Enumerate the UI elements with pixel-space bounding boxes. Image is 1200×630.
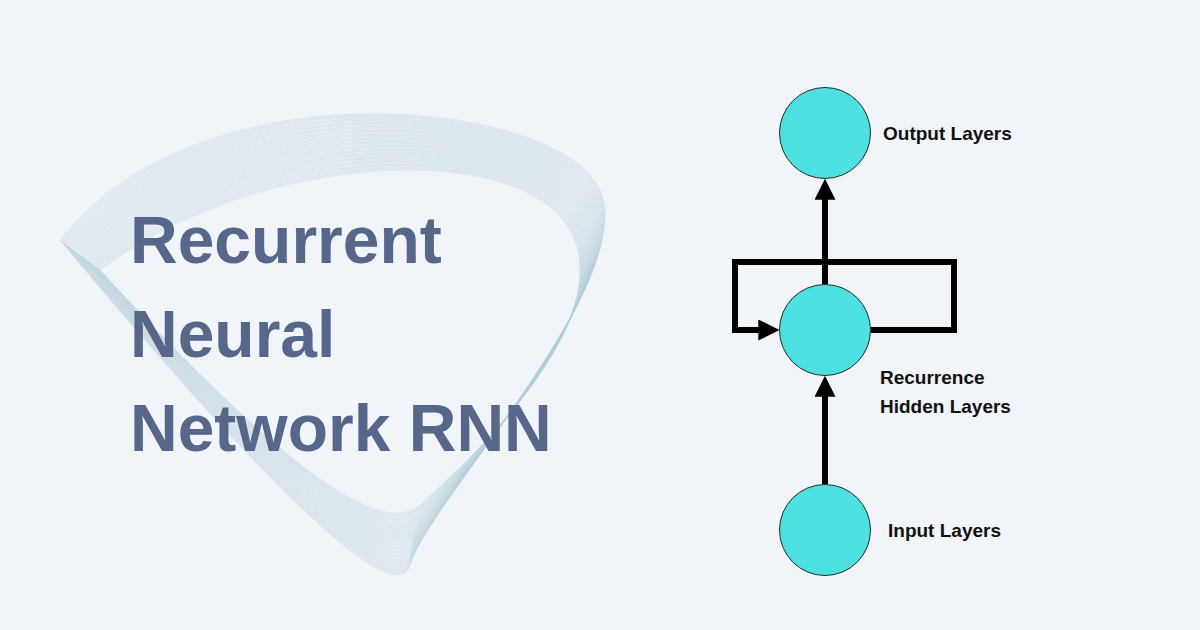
layer-label: Output Layers bbox=[883, 119, 1083, 148]
flow-arrow bbox=[822, 185, 828, 284]
layer-circle: Input Layers bbox=[779, 484, 871, 576]
layer-circle: Output Layers bbox=[779, 87, 871, 179]
circle-shape bbox=[779, 284, 871, 376]
circle-shape bbox=[779, 87, 871, 179]
circle-fill bbox=[780, 88, 871, 179]
layer-circle: Recurrence Hidden Layers bbox=[779, 284, 871, 376]
title: Recurrent Neural Network RNN bbox=[130, 193, 610, 475]
flow-arrow bbox=[822, 382, 828, 484]
circle-shape bbox=[779, 484, 871, 576]
layer-label: Recurrence Hidden Layers bbox=[880, 363, 1030, 421]
circle-fill bbox=[780, 285, 871, 376]
circle-fill bbox=[780, 485, 871, 576]
layer-label: Input Layers bbox=[888, 516, 1088, 545]
